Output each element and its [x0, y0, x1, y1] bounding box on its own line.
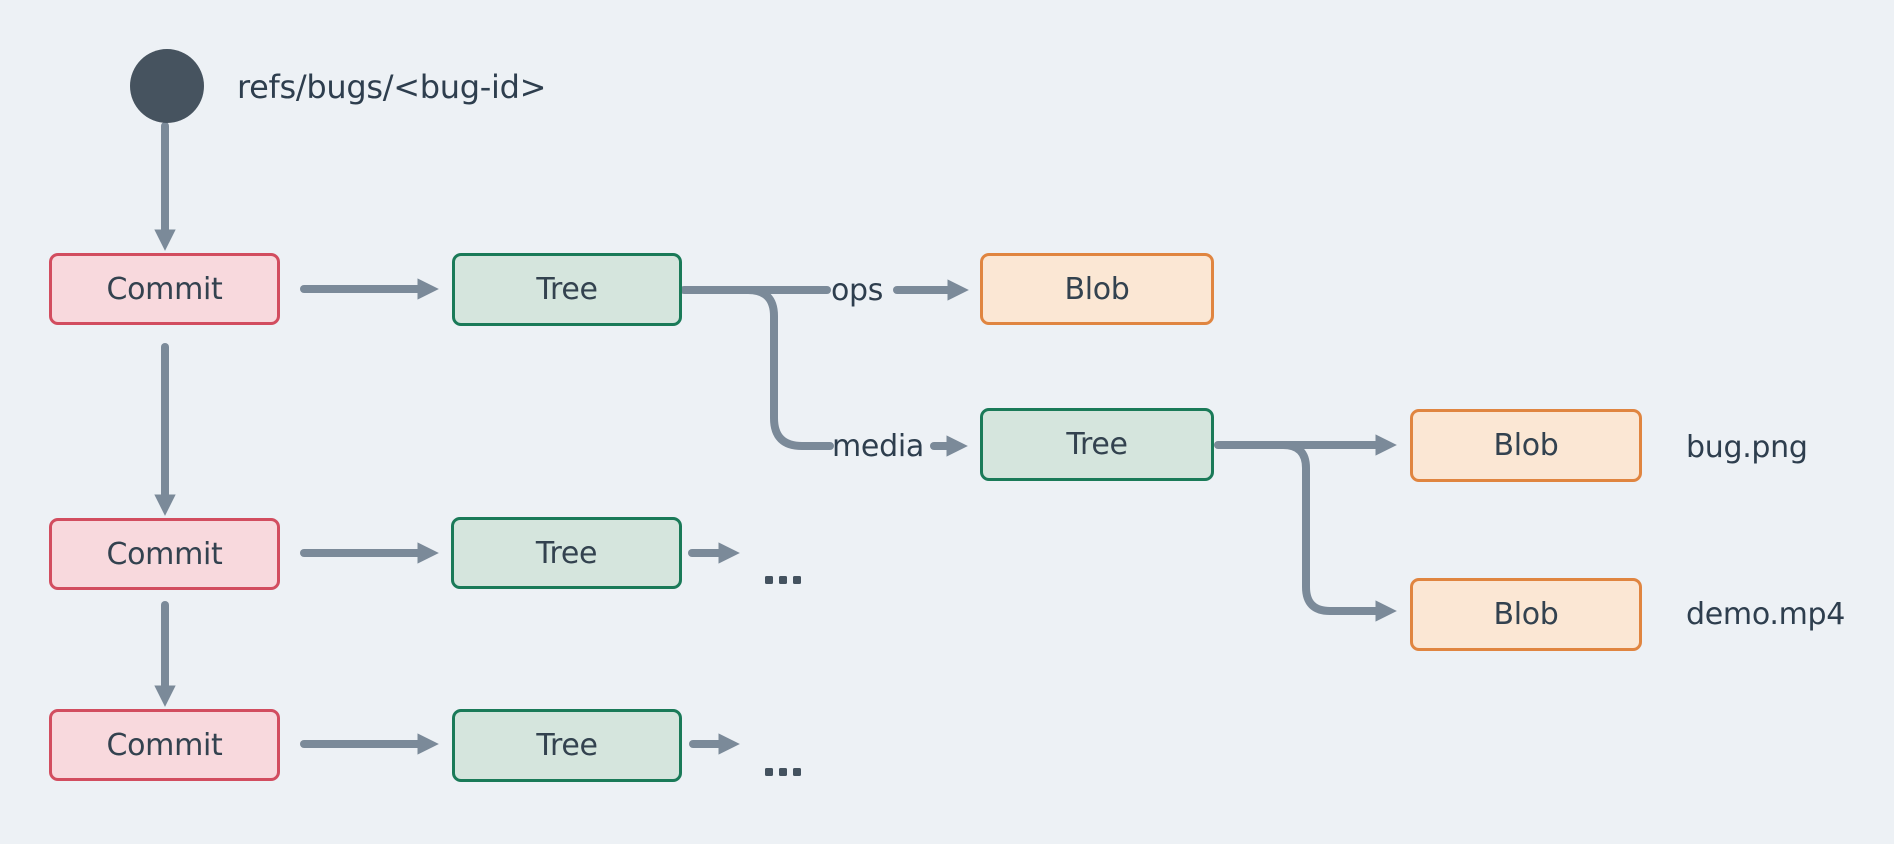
- tree-node-2: Tree: [451, 517, 682, 589]
- ellipsis-dot: [793, 768, 801, 776]
- ref-circle-icon: [130, 49, 204, 123]
- blob-node-bug-label: Blob: [1493, 428, 1559, 463]
- tree-node-1: Tree: [452, 253, 682, 326]
- tree-node-3-label: Tree: [536, 728, 598, 763]
- tree-node-2-label: Tree: [535, 535, 598, 571]
- file-label-demo-mp4: demo.mp4: [1686, 596, 1846, 632]
- ellipsis-row3: ...: [765, 768, 801, 776]
- edge-treemedia-to-blob-demo: [1279, 441, 1397, 622]
- tree-node-media-label: Tree: [1066, 427, 1128, 462]
- blob-node-demo: Blob: [1410, 578, 1642, 651]
- edge-label-media: media: [832, 428, 924, 464]
- blob-node-demo-label: Blob: [1493, 597, 1559, 632]
- commit-node-3: Commit: [49, 709, 280, 781]
- ellipsis-dot: [779, 768, 787, 776]
- tree-node-media: Tree: [980, 408, 1214, 481]
- edge-tree1-to-media-curve: [744, 286, 834, 450]
- commit-node-2-label: Commit: [106, 536, 223, 572]
- commit-node-1: Commit: [49, 253, 280, 325]
- ellipsis-dot: [793, 576, 801, 584]
- blob-node-ops: Blob: [980, 253, 1214, 325]
- ellipsis-dot: [779, 576, 787, 584]
- file-label-bug-png: bug.png: [1686, 429, 1808, 465]
- ref-label: refs/bugs/<bug-id>: [237, 68, 547, 106]
- blob-node-bug: Blob: [1410, 409, 1642, 482]
- edge-label-ops: ops: [831, 272, 884, 308]
- commit-node-3-label: Commit: [106, 727, 223, 763]
- tree-node-1-label: Tree: [536, 272, 598, 307]
- ellipsis-dot: [765, 576, 773, 584]
- ellipsis-row2: ...: [765, 576, 801, 584]
- commit-node-2: Commit: [49, 518, 280, 590]
- blob-node-ops-label: Blob: [1064, 271, 1130, 307]
- ellipsis-dot: [765, 768, 773, 776]
- commit-node-1-label: Commit: [106, 271, 223, 307]
- tree-node-3: Tree: [452, 709, 682, 782]
